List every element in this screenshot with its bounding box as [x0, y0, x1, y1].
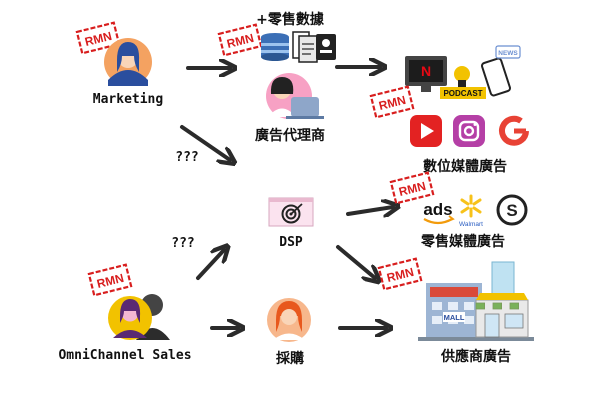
rmn-stamp: RMN	[217, 23, 263, 57]
buyer-node: 採購	[267, 298, 311, 367]
agency-tag-label: +零售數據	[256, 11, 325, 28]
arrow-dsp-to-supplier	[336, 245, 375, 278]
retail-media-label: 零售媒體廣告	[420, 233, 505, 250]
digital-media-node: N PODCAST NEWS RMN	[369, 45, 530, 175]
buyer-label: 採購	[276, 350, 304, 367]
walmart-icon: Walmart	[459, 194, 483, 228]
dsp-node: DSP	[268, 197, 314, 250]
marketing-avatar	[104, 38, 152, 86]
svg-text:NEWS: NEWS	[498, 50, 518, 57]
svg-text:RMN: RMN	[377, 93, 407, 113]
svg-text:PODCAST: PODCAST	[443, 89, 482, 98]
podcast-icon: PODCAST	[440, 66, 486, 99]
unknown-bottom-label: ???	[171, 236, 194, 251]
dsp-label: DSP	[279, 235, 303, 250]
omnichannel-avatar	[108, 296, 152, 340]
documents-icon	[292, 31, 318, 63]
arrows	[180, 67, 393, 328]
rmn-stamp: RMN	[369, 85, 415, 119]
id-card-icon	[316, 34, 336, 60]
marketing-node: RMN Marketing	[75, 21, 163, 107]
svg-text:Walmart: Walmart	[459, 221, 483, 228]
svg-text:RMN: RMN	[83, 29, 113, 49]
supplier-label: 供應商廣告	[440, 348, 511, 365]
svg-text:RMN: RMN	[385, 265, 415, 285]
marketing-label: Marketing	[93, 92, 163, 107]
agency-node: +零售數據 RMN	[217, 11, 336, 144]
arrow-omnichannel-to-dsp	[196, 250, 224, 280]
digital-media-label: 數位媒體廣告	[423, 158, 507, 175]
omnichannel-label: OmniChannel Sales	[58, 348, 191, 363]
buyer-avatar	[267, 298, 311, 342]
svg-text:RMN: RMN	[95, 271, 125, 291]
arrow-marketing-to-dsp	[180, 125, 230, 160]
target-icon	[268, 197, 314, 227]
svg-text:MALL: MALL	[444, 313, 465, 322]
rmn-stamp: RMN	[75, 21, 121, 55]
svg-text:ads: ads	[423, 200, 452, 219]
omnichannel-node: RMN OmniChannel Sales	[58, 263, 192, 363]
svg-text:RMN: RMN	[225, 31, 255, 51]
rmn-stamp: RMN	[377, 257, 423, 291]
amazon-ads-icon: ads	[423, 200, 455, 225]
svg-text:N: N	[421, 63, 431, 79]
agency-avatar	[266, 73, 324, 119]
youtube-icon	[410, 115, 442, 147]
rmn-stamp: RMN	[389, 171, 435, 205]
shop-front-icon	[475, 293, 529, 338]
instagram-icon	[453, 115, 485, 147]
unknown-top-label: ???	[175, 150, 198, 165]
shopee-icon: S	[496, 194, 528, 226]
supplier-node: RMN MALL 供應商廣告	[377, 257, 534, 365]
svg-text:RMN: RMN	[397, 179, 427, 199]
agency-label: 廣告代理商	[255, 127, 325, 144]
arrow-dsp-to-retail-media	[346, 207, 393, 214]
retail-media-node: RMN ads Walmart S 零售媒體廣告	[389, 171, 528, 250]
database-server-icon	[261, 33, 289, 61]
news-phone-icon: NEWS	[481, 45, 521, 97]
tv-icon: N	[405, 56, 447, 92]
google-icon	[498, 115, 530, 147]
rmn-stamp: RMN	[87, 263, 133, 297]
mall-building-icon: MALL	[418, 283, 534, 341]
svg-text:S: S	[506, 201, 517, 220]
